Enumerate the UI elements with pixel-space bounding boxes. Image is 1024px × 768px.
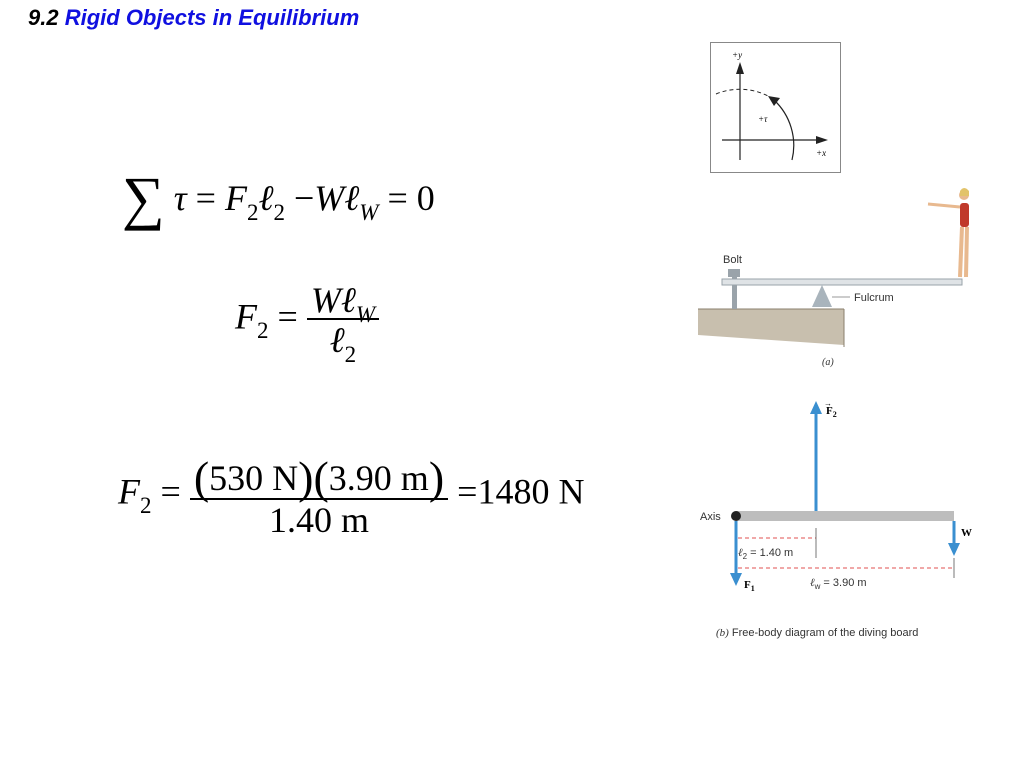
fraction: WℓW ℓ2 (306, 280, 379, 366)
weight-value: 530 N (209, 458, 299, 498)
denominator: 1.40 m (189, 498, 449, 540)
lever-arm-2-value: 1.40 m (268, 500, 369, 540)
f1-arrow-icon (730, 573, 742, 586)
diver-figure (927, 188, 969, 278)
subscript: W (359, 200, 379, 225)
weight-symbol: W (310, 280, 341, 320)
slide-title: 9.2 Rigid Objects in Equilibrium (28, 5, 359, 31)
force-symbol: F (224, 178, 247, 218)
y-axis-label: +y (732, 50, 742, 60)
torque-sum-equation: ∑ τ = F2ℓ2 −WℓW = 0 (122, 160, 435, 228)
figure-a-caption: (a) (822, 357, 834, 368)
paren: ( (193, 452, 210, 503)
equals-sign: = (160, 471, 181, 512)
force-symbol: F (118, 471, 140, 512)
equals-sign: = (387, 178, 408, 218)
board-bar (736, 511, 954, 521)
equals-sign: = (195, 178, 216, 218)
fraction: (530 N)(3.90 m) 1.40 m (189, 452, 449, 540)
axis-label: Axis (700, 511, 721, 523)
result-value: 1480 N (477, 471, 585, 512)
lever-arm-value: 3.90 m (328, 458, 429, 498)
weight-symbol: W (314, 178, 345, 218)
coordinate-frame-figure: +y +x +τ (710, 42, 841, 173)
vector-arrow-icon: → (824, 399, 832, 408)
force-symbol: F (235, 296, 257, 337)
l2-label: ℓ2 = 1.40 m (738, 547, 793, 561)
x-axis-label: +x (816, 148, 826, 158)
frame-border (710, 42, 841, 173)
f1-label: F1 (744, 579, 755, 593)
y-arrow-icon (736, 62, 744, 74)
lever-arm-symbol: ℓ (258, 178, 274, 218)
bolt-head-icon (728, 269, 740, 277)
torque-arc (773, 99, 795, 161)
f2-numeric-equation: F2 = (530 N)(3.90 m) 1.40 m =1480 N (118, 452, 585, 540)
equals-sign: = (457, 471, 478, 512)
paren: ) (428, 452, 445, 503)
lever-arm-symbol: ℓ (340, 280, 356, 320)
subscript: 2 (273, 200, 285, 225)
diving-board-figure: Fulcrum Bolt (a) (698, 188, 969, 368)
f2-formula-equation: F2 = WℓW ℓ2 (235, 280, 379, 366)
bolt-shaft-icon (732, 277, 737, 309)
bolt-label: Bolt (723, 254, 742, 266)
section-number: 9.2 (28, 5, 59, 30)
numerator: (530 N)(3.90 m) (190, 452, 448, 501)
axis-point-icon (731, 511, 741, 521)
subscript: W (355, 302, 375, 327)
x-arrow-icon (816, 136, 828, 144)
fulcrum-label: Fulcrum (854, 292, 894, 304)
subscript: 2 (344, 342, 357, 367)
board (721, 278, 963, 286)
ground (698, 309, 844, 345)
paren: ) (298, 452, 314, 503)
f2-label: F2 (826, 405, 837, 419)
w-label: W (961, 527, 972, 539)
paren: ( (313, 452, 329, 503)
lever-arm-symbol: ℓ (344, 178, 360, 218)
subscript: 2 (140, 493, 152, 519)
denominator: ℓ2 (306, 318, 379, 366)
tau-symbol: τ (173, 178, 187, 218)
numerator: WℓW (307, 280, 379, 326)
tau-label: +τ (758, 114, 768, 124)
minus-sign: − (293, 178, 315, 218)
torque-arrow-icon (768, 96, 780, 106)
subscript: 2 (257, 318, 269, 344)
fulcrum-icon (812, 285, 832, 307)
f2-arrow-icon (810, 401, 822, 414)
equals-sign: = (277, 296, 298, 337)
section-title: Rigid Objects in Equilibrium (64, 5, 360, 30)
zero-value: 0 (416, 178, 435, 218)
figure-b-caption: (b) Free-body diagram of the diving boar… (716, 627, 918, 639)
subscript: 2 (246, 200, 259, 225)
lever-arm-symbol: ℓ (329, 320, 345, 360)
lw-label: ℓw = 3.90 m (810, 577, 867, 591)
sigma-symbol: ∑ (122, 165, 165, 231)
w-arrow-icon (948, 543, 960, 556)
free-body-diagram: F2 → Axis F1 W ℓ2 = 1.40 m ℓw = 3.90 m (… (700, 399, 972, 639)
